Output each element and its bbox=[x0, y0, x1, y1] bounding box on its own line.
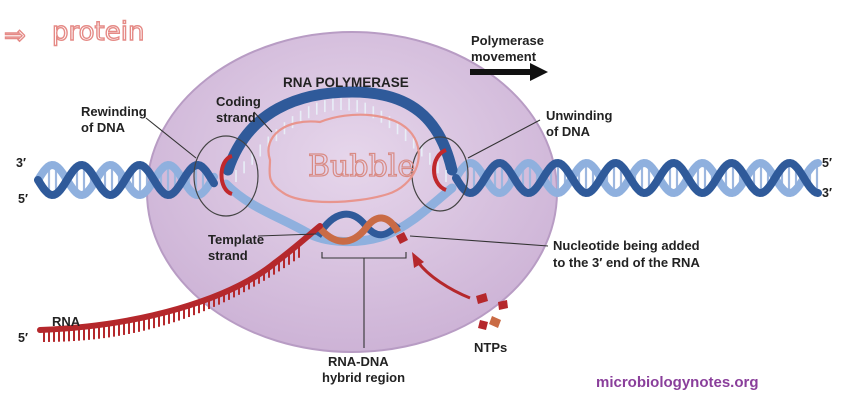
rna-5-prime-end: 5′ bbox=[18, 331, 28, 345]
nucleotide-line1: Nucleotide being added bbox=[553, 238, 700, 253]
rna-dna-hybrid bbox=[315, 210, 402, 245]
nucleotide-line2: to the 3′ end of the RNA bbox=[553, 255, 700, 270]
ntp-entry-arrow bbox=[416, 261, 471, 300]
ntp-entry-arrowhead bbox=[412, 252, 424, 268]
template-strand-label: Template strand bbox=[208, 232, 268, 263]
rewinding-circle bbox=[193, 135, 259, 217]
template-line1: Template bbox=[208, 232, 264, 247]
rewinding-line1: Rewinding bbox=[81, 104, 147, 119]
dna-helix-left bbox=[34, 160, 218, 200]
unwinding-circle bbox=[411, 136, 469, 212]
annotation-text: protein bbox=[52, 17, 144, 47]
added-nucleotide bbox=[396, 232, 408, 244]
template-leader bbox=[257, 233, 317, 237]
hybrid-line1: RNA-DNA bbox=[328, 354, 389, 369]
hybrid-bracket bbox=[321, 252, 407, 348]
rna-transcript bbox=[37, 223, 323, 342]
rna-polymerase-label: RNA POLYMERASE bbox=[283, 75, 409, 90]
rewinding-leader bbox=[145, 117, 197, 159]
unwinding-line1: Unwinding bbox=[546, 108, 612, 123]
rewinding-line2: of DNA bbox=[81, 120, 126, 135]
coding-line2: strand bbox=[216, 110, 256, 125]
template-line2: strand bbox=[208, 248, 248, 263]
unwinding-rotation-arrow bbox=[432, 148, 447, 192]
watermark-text: microbiologynotes.org bbox=[596, 374, 759, 391]
hybrid-region-label: RNA-DNA hybrid region bbox=[322, 354, 405, 385]
coding-strand-label: Coding strand bbox=[216, 94, 264, 125]
polymerase-movement-arrow bbox=[470, 63, 548, 81]
right-5-prime-end: 5′ bbox=[822, 156, 832, 170]
right-helix-strand-dark bbox=[452, 158, 822, 198]
coding-line1: Coding bbox=[216, 94, 261, 109]
rna-label: RNA bbox=[52, 314, 81, 329]
unwinding-leader bbox=[467, 119, 541, 159]
polymerase-movement-line2: movement bbox=[471, 49, 537, 64]
ntps-label: NTPs bbox=[474, 340, 507, 355]
left-5-prime-end: 5′ bbox=[18, 192, 28, 206]
bubble-handwriting: Bubble bbox=[308, 149, 415, 184]
annotation-arrow: ⇒ bbox=[4, 21, 26, 51]
unwinding-label: Unwinding of DNA bbox=[546, 108, 616, 139]
right-3-prime-end: 3′ bbox=[822, 186, 832, 200]
polymerase-movement-label: Polymerase movement bbox=[471, 33, 548, 64]
left-3-prime-end: 3′ bbox=[16, 156, 26, 170]
rewinding-rotation-arrow bbox=[219, 154, 233, 196]
coding-strand bbox=[222, 86, 458, 182]
coding-leader bbox=[253, 111, 273, 133]
bubble-outline bbox=[267, 113, 420, 204]
dna-helix-right bbox=[452, 158, 822, 198]
hybrid-line2: hybrid region bbox=[322, 370, 405, 385]
ntp-molecules bbox=[476, 293, 508, 330]
nucleotide-label: Nucleotide being added to the 3′ end of … bbox=[553, 238, 703, 270]
polymerase-movement-line1: Polymerase bbox=[471, 33, 544, 48]
left-helix-strand-dark bbox=[34, 160, 218, 200]
nucleotide-leader bbox=[409, 235, 549, 247]
rewinding-label: Rewinding of DNA bbox=[81, 104, 150, 135]
unwinding-line2: of DNA bbox=[546, 124, 591, 139]
protein-annotation: ⇒ protein bbox=[3, 16, 145, 51]
